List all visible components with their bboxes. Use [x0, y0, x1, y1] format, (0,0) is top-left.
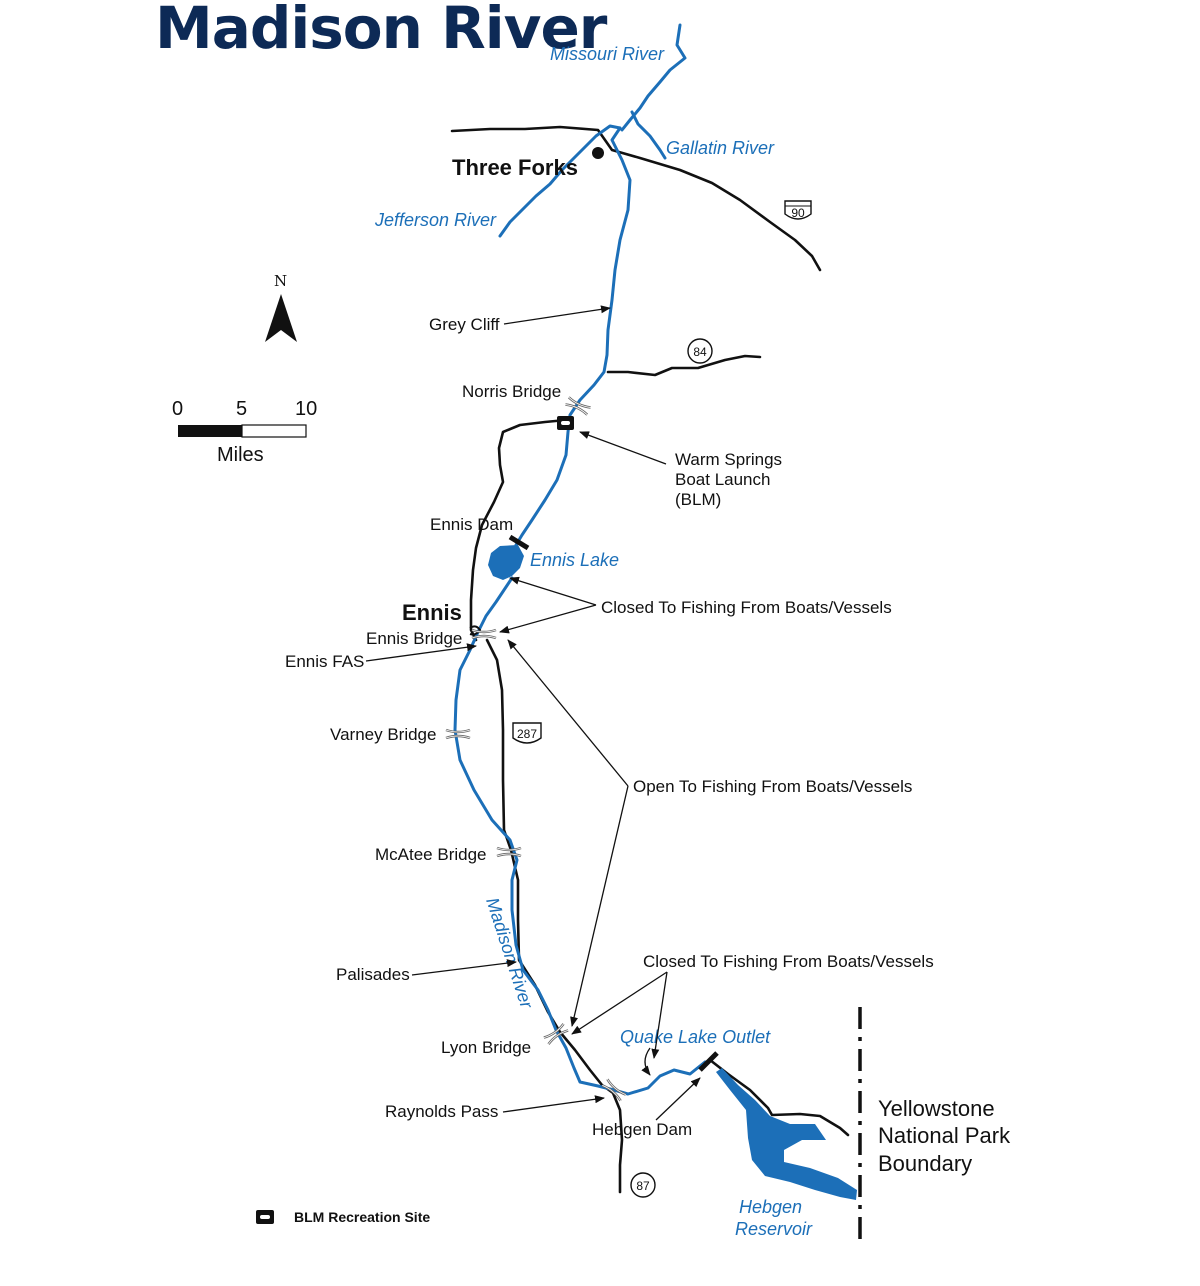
- shield-mt84: 84: [687, 338, 713, 364]
- bridge-icon: [601, 1078, 627, 1102]
- grey-cliff-arrow: [503, 305, 611, 325]
- warm-springs-arrow: [579, 431, 667, 465]
- madison-river-label: Madison River: [482, 895, 537, 1012]
- raynolds-pass-label: Raynolds Pass: [385, 1102, 498, 1121]
- bridge-icon: [543, 1023, 569, 1045]
- open-fishing-label: Open To Fishing From Boats/Vessels: [633, 777, 912, 796]
- scale-bar: 0 5 10 Miles: [172, 398, 317, 466]
- ennis-dam-mark: [508, 534, 530, 551]
- jefferson-river: [498, 124, 622, 238]
- bridge-icon: [471, 628, 497, 640]
- jefferson-river-label: Jefferson River: [374, 210, 497, 230]
- ennis-town-mark: [469, 625, 482, 636]
- norris-bridge-label: Norris Bridge: [462, 382, 561, 401]
- warm-springs-label-2: Boat Launch: [675, 470, 770, 489]
- warm-springs-label-1: Warm Springs: [675, 450, 782, 469]
- bridge-symbols: [445, 396, 627, 1102]
- closed-fishing-upper-label: Closed To Fishing From Boats/Vessels: [601, 598, 892, 617]
- bridge-icon: [565, 396, 591, 416]
- bridge-icon: [445, 728, 471, 740]
- ennis-fas-label: Ennis FAS: [285, 652, 364, 671]
- shield-us87-label: 87: [636, 1179, 650, 1193]
- palisades-arrow: [411, 959, 517, 976]
- north-arrow-icon: [265, 294, 297, 342]
- closed-fishing-lower-label: Closed To Fishing From Boats/Vessels: [643, 952, 934, 971]
- hebgen-reservoir-label-1: Hebgen: [739, 1197, 802, 1217]
- ennis-dam-label: Ennis Dam: [430, 515, 513, 534]
- shield-us287: 287: [512, 722, 542, 744]
- hebgen-dam-arrow: [655, 1077, 701, 1121]
- road-mt84: [606, 354, 762, 377]
- map-title: Madison River: [155, 0, 608, 62]
- ennis-label: Ennis: [402, 600, 462, 625]
- three-forks-label: Three Forks: [452, 155, 578, 180]
- north-arrow: N: [265, 272, 297, 342]
- open-fishing-arrow-2: [570, 785, 629, 1027]
- shield-i90: 90: [784, 200, 812, 220]
- gallatin-river: [630, 110, 667, 160]
- three-forks-dot: [592, 147, 604, 159]
- open-fishing-arrow-1: [507, 639, 629, 787]
- ennis-lake-shape: [488, 545, 524, 580]
- quake-lake-outlet-label: Quake Lake Outlet: [620, 1027, 771, 1047]
- legend: BLM Recreation Site: [256, 1209, 430, 1225]
- ennis-fas-arrow: [365, 643, 477, 662]
- closed-lower-arrow-1: [571, 971, 668, 1035]
- road-hebgen: [708, 1058, 850, 1137]
- scale-unit-label: Miles: [217, 444, 264, 466]
- road-norris-ennis: [469, 418, 568, 642]
- ennis-bridge-label: Ennis Bridge: [366, 629, 462, 648]
- lakes: [488, 545, 857, 1200]
- closed-upper-arrow-1: [509, 576, 597, 606]
- shield-us287-label: 287: [517, 727, 537, 741]
- leader-lines: [365, 305, 701, 1121]
- legend-blm-icon: [256, 1210, 274, 1224]
- warm-springs-label-3: (BLM): [675, 490, 721, 509]
- shield-mt84-label: 84: [693, 345, 707, 359]
- legend-blm-label: BLM Recreation Site: [294, 1209, 430, 1225]
- park-boundary-label-3: Boundary: [878, 1151, 972, 1176]
- quake-outlet-arrow: [641, 1047, 651, 1076]
- blm-site-icon: [557, 416, 574, 430]
- scale-tick-5: 5: [236, 398, 247, 420]
- lyon-bridge-label: Lyon Bridge: [441, 1038, 531, 1057]
- scale-bar-white: [241, 424, 307, 438]
- scale-bar-black: [178, 425, 242, 437]
- palisades-label: Palisades: [336, 965, 410, 984]
- north-arrow-label: N: [274, 272, 287, 290]
- scale-tick-0: 0: [172, 398, 183, 420]
- gallatin-river-label: Gallatin River: [666, 138, 775, 158]
- hebgen-dam-label: Hebgen Dam: [592, 1120, 692, 1139]
- closed-lower-arrow-2: [651, 971, 668, 1059]
- varney-bridge-label: Varney Bridge: [330, 725, 436, 744]
- closed-upper-arrow-2: [499, 604, 597, 634]
- ennis-lake-label: Ennis Lake: [530, 550, 619, 570]
- park-boundary-label-2: National Park: [878, 1123, 1011, 1148]
- road-i90: [450, 125, 822, 272]
- hebgen-reservoir-shape: [716, 1068, 857, 1200]
- bridge-icon: [496, 846, 522, 858]
- scale-tick-10: 10: [295, 398, 317, 420]
- raynolds-pass-arrow: [502, 1095, 605, 1113]
- hebgen-dam-mark: [698, 1051, 719, 1072]
- missouri-river-label: Missouri River: [550, 44, 665, 64]
- park-boundary-label-1: Yellowstone: [878, 1096, 995, 1121]
- hebgen-reservoir-label-2: Reservoir: [735, 1219, 813, 1239]
- mcatee-bridge-label: McAtee Bridge: [375, 845, 487, 864]
- shield-us87: 87: [630, 1172, 656, 1198]
- shield-i90-label: 90: [791, 206, 805, 220]
- grey-cliff-label: Grey Cliff: [429, 315, 500, 334]
